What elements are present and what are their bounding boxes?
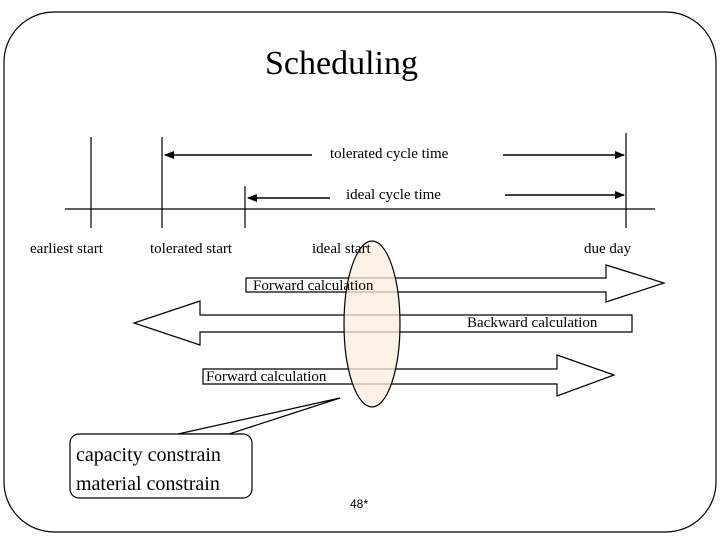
tolerated-cycle-time-label: tolerated cycle time	[330, 146, 449, 162]
material-constrain-text: material constrain	[76, 473, 220, 495]
forward-calculation-top-label: Forward calculation	[253, 278, 374, 294]
ideal-start-highlight-ellipse	[343, 240, 401, 408]
earliest-start-label: earliest start	[30, 241, 103, 257]
slide-title: Scheduling	[265, 45, 418, 82]
callout-text: capacity constrain material constrain	[76, 441, 254, 499]
due-day-label: due day	[584, 241, 632, 257]
callout-pointer	[177, 397, 341, 435]
ideal-cycle-time-label: ideal cycle time	[346, 187, 441, 203]
capacity-constrain-text: capacity constrain	[76, 444, 221, 466]
forward-arrow-bottom	[202, 354, 616, 397]
ideal-start-label: ideal start	[312, 241, 371, 257]
tolerated-start-label: tolerated start	[150, 241, 233, 257]
slide-border	[3, 11, 717, 533]
forward-calculation-bottom-label: Forward calculation	[206, 369, 327, 385]
backward-calculation-label: Backward calculation	[467, 315, 598, 331]
forward-arrow-top	[245, 264, 666, 303]
callout-box	[69, 433, 253, 499]
page-number: 48*	[350, 497, 369, 511]
